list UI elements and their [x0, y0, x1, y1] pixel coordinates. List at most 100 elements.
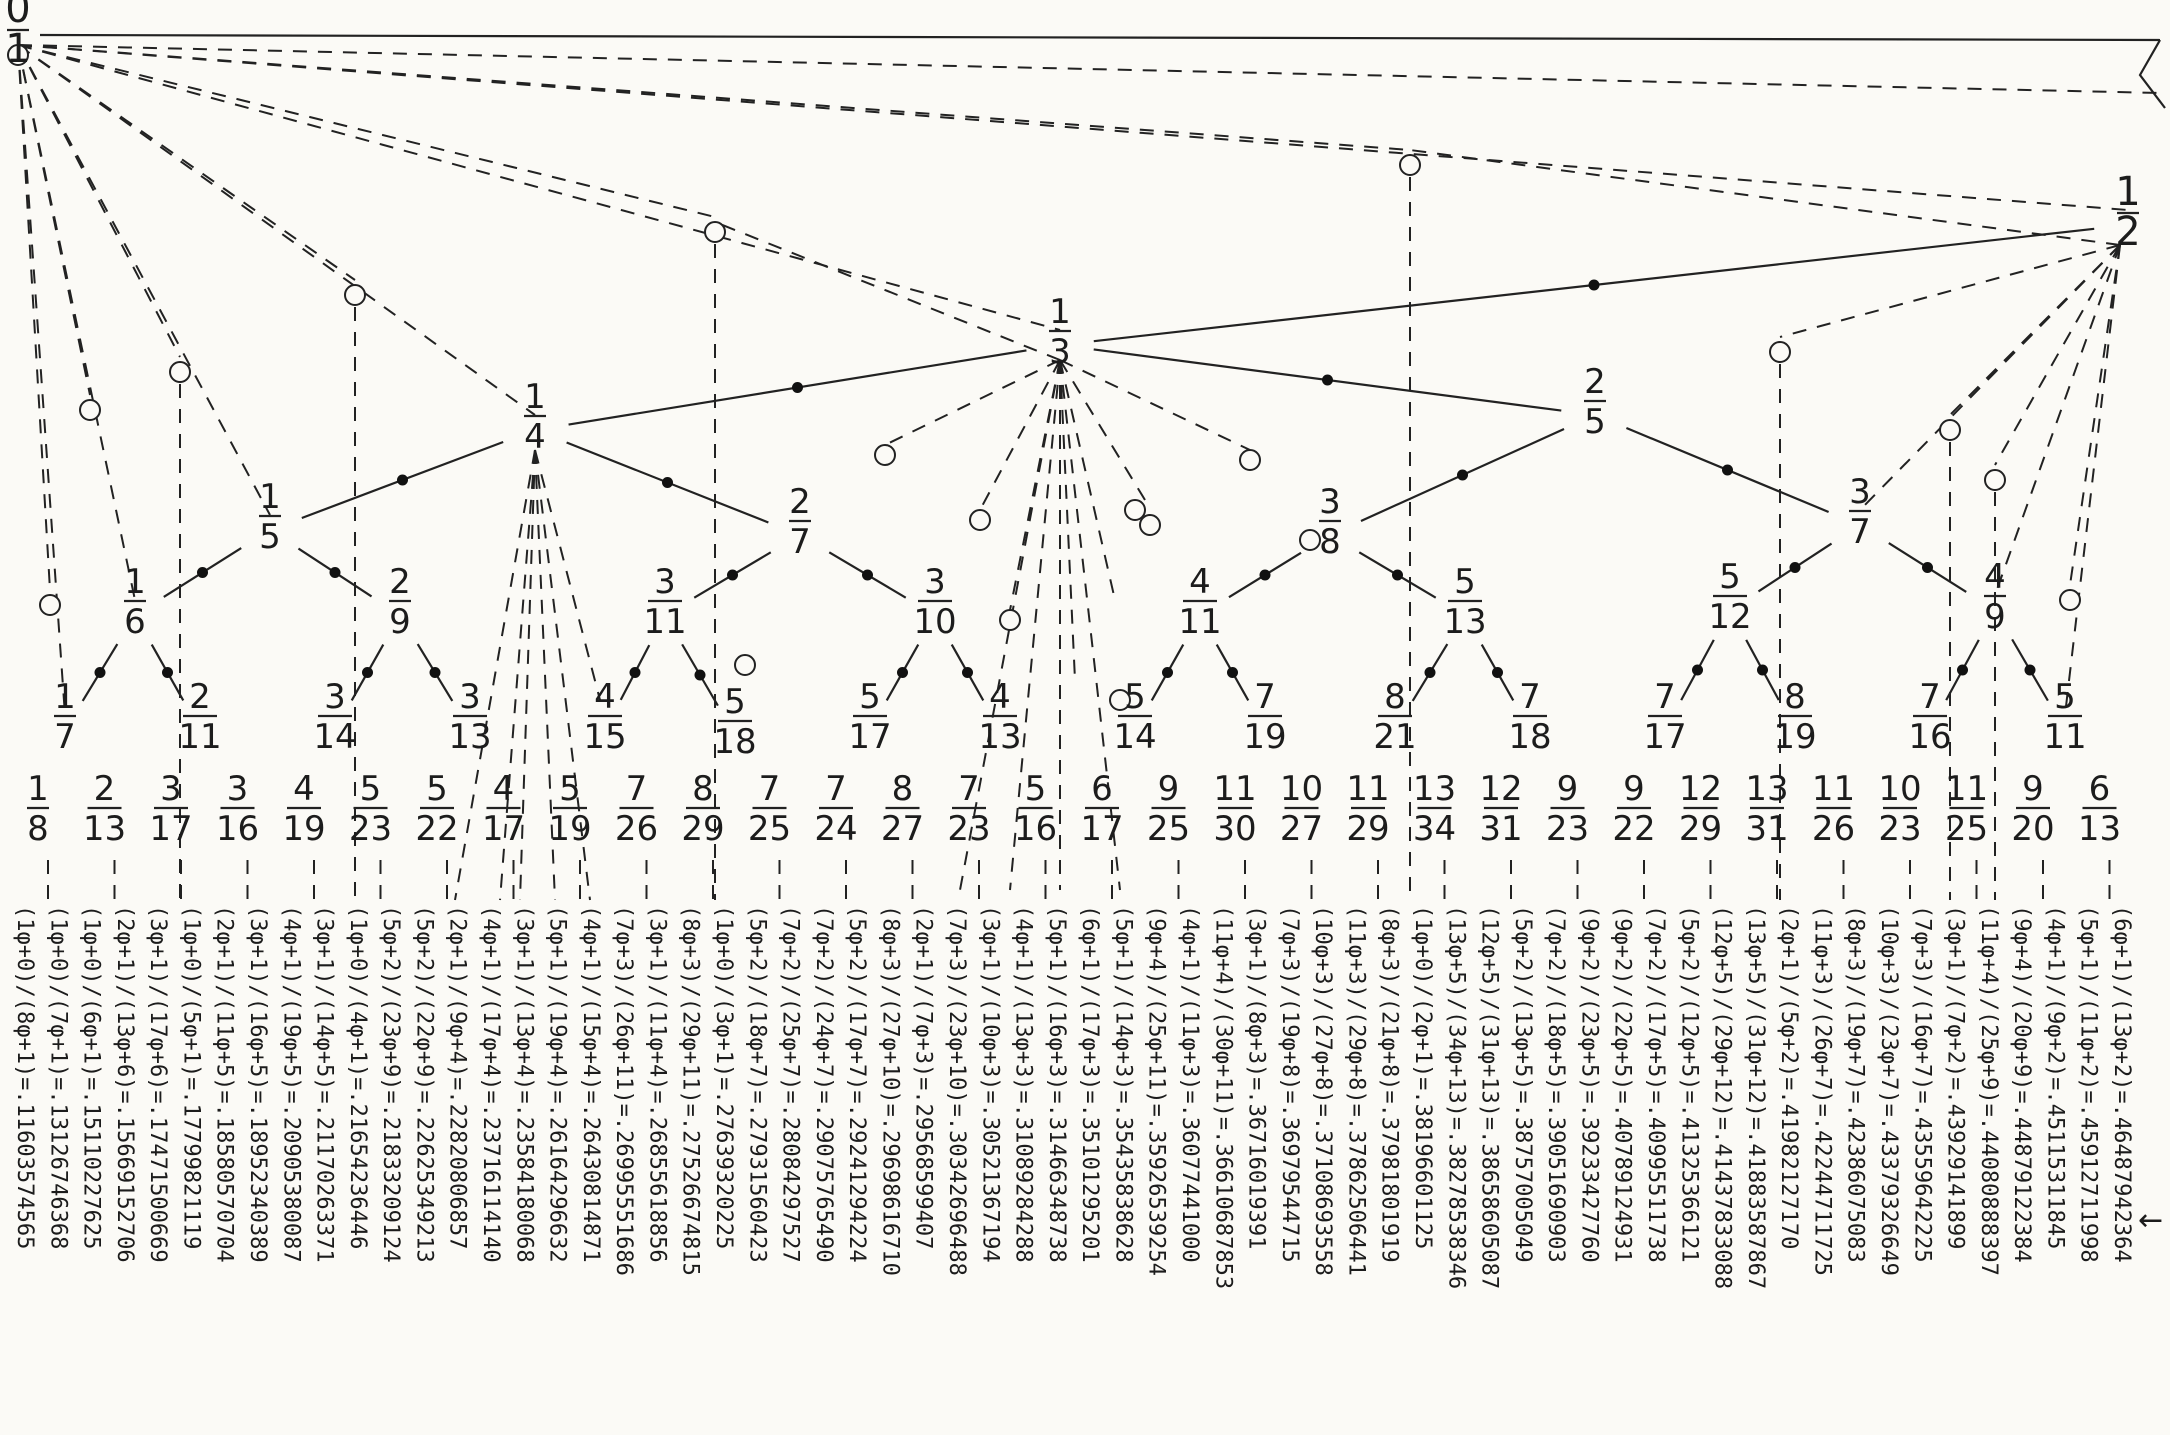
mediant-ring: [2059, 589, 2081, 611]
formula-value: (1φ+0)/(6φ+1)=.15110227625: [79, 905, 104, 1249]
fan-dashed-line: [17, 44, 2161, 94]
numerator: 7: [759, 769, 781, 809]
mediant-ring: [874, 444, 896, 466]
formula-value: (5φ+1)/(16φ+3)=.31466348738: [1044, 905, 1069, 1263]
mediant-ring: [1399, 154, 1421, 176]
denominator: 14: [313, 717, 356, 757]
numerator: 3: [227, 769, 249, 809]
edge-dot: [629, 667, 641, 678]
denominator: 4: [524, 417, 546, 457]
denominator: 15: [583, 717, 626, 757]
leaf-fraction: 523: [349, 769, 392, 849]
fan-dashed-line: [534, 449, 601, 701]
formula-value: (5φ+2)/(22φ+9)=.22625349213: [411, 905, 436, 1263]
denominator: 13: [1443, 602, 1486, 642]
tree-node-fraction: 313: [448, 677, 491, 757]
leaf-fraction: 923: [1546, 769, 1589, 849]
denominator: 29: [1346, 809, 1389, 849]
formula-value: (1φ+0)/(4φ+1)=.21654236446: [345, 905, 370, 1249]
denominator: 34: [1413, 809, 1456, 849]
numerator: 7: [1254, 677, 1276, 717]
leaf-fraction: 519: [548, 769, 591, 849]
leaf-fraction: 724: [814, 769, 857, 849]
numerator: 4: [1189, 562, 1211, 602]
mediant-ring: [1239, 449, 1261, 471]
formula-value: (3φ+1)/(16φ+5)=.18952340389: [245, 905, 270, 1263]
numerator: 6: [2089, 769, 2111, 809]
mediant-ring: [704, 221, 726, 243]
edge-dot: [94, 667, 106, 678]
numerator: 11: [1346, 769, 1389, 809]
formula-value: (7φ+2)/(24φ+7)=.29075765490: [811, 905, 836, 1263]
fan-dashed-line: [2069, 244, 2121, 586]
numerator: 4: [493, 769, 515, 809]
leaf-fraction: 920: [2011, 769, 2054, 849]
tree-node-fraction: 14: [524, 377, 546, 457]
numerator: 1: [2115, 169, 2140, 215]
leaf-fraction: 417: [482, 769, 525, 849]
denominator: 9: [1984, 597, 2006, 637]
tree-node-fraction: 25: [1584, 362, 1606, 442]
fan-dashed-line: [1059, 359, 1146, 501]
fan-dashed-line: [1994, 244, 2121, 466]
formula-value: (4φ+1)/(19φ+5)=.20905380087: [278, 905, 303, 1263]
denominator: 16: [216, 809, 259, 849]
numerator: 7: [626, 769, 648, 809]
formula-value: (3φ+1)/(17φ+6)=.17471500669: [145, 905, 170, 1263]
denominator: 7: [1849, 512, 1871, 552]
top-edge: [39, 33, 2161, 42]
mediant-ring: [169, 361, 191, 383]
denominator: 26: [615, 809, 658, 849]
numerator: 11: [1812, 769, 1855, 809]
tree-node-fraction: 49: [1984, 557, 2006, 637]
numerator: 10: [1878, 769, 1921, 809]
numerator: 4: [594, 677, 616, 717]
tree-node-fraction: 16: [124, 562, 146, 642]
denominator: 13: [978, 717, 1021, 757]
fan-dashed-line: [1059, 359, 1116, 601]
formula-value: (6φ+1)/(17φ+3)=.35101295201: [1077, 905, 1102, 1263]
numerator: 4: [1984, 557, 2006, 597]
denominator: 30: [1213, 809, 1256, 849]
numerator: 1: [54, 677, 76, 717]
denominator: 13: [2078, 809, 2121, 849]
tree-node-fraction: 717: [1643, 677, 1686, 757]
formula-value: (2φ+1)/(9φ+4)=.22820806857: [445, 905, 470, 1249]
denominator: 2: [2115, 209, 2140, 255]
denominator: 7: [54, 717, 76, 757]
formula-value: (11φ+3)/(26φ+7)=.42244711725: [1809, 905, 1834, 1276]
denominator: 13: [448, 717, 491, 757]
denominator: 19: [548, 809, 591, 849]
numerator: 8: [692, 769, 714, 809]
leaf-fraction: 317: [149, 769, 192, 849]
numerator: 1: [259, 477, 281, 517]
numerator: 5: [426, 769, 448, 809]
numerator: 7: [958, 769, 980, 809]
edge-dot: [197, 567, 208, 578]
fan-dashed-line: [17, 44, 271, 516]
formula-value: (5φ+2)/(13φ+5)=.38757005049: [1510, 905, 1535, 1263]
fan-dashed-line: [1059, 359, 1076, 681]
leaf-fraction: 316: [216, 769, 259, 849]
mediant-ring: [734, 654, 756, 676]
fan-dashed-line: [534, 449, 556, 901]
edge-dot: [1259, 569, 1271, 581]
formula-value: (9φ+2)/(22φ+5)=.40789124931: [1610, 905, 1635, 1263]
denominator: 27: [881, 809, 924, 849]
formula-value: (12φ+5)/(29φ+12)=.41437833088: [1710, 905, 1735, 1289]
denominator: 23: [1878, 809, 1921, 849]
denominator: 21: [1373, 717, 1416, 757]
formula-value: (10φ+3)/(23φ+7)=.43379326649: [1876, 905, 1901, 1276]
numerator: 3: [654, 562, 676, 602]
denominator: 10: [913, 602, 956, 642]
mediant-ring: [344, 284, 366, 306]
mediant-ring: [1939, 419, 1961, 441]
denominator: 13: [83, 809, 126, 849]
numerator: 5: [559, 769, 581, 809]
denominator: 12: [1708, 597, 1751, 637]
fan-dashed-line: [1409, 149, 2121, 246]
numerator: 3: [924, 562, 946, 602]
numerator: 2: [389, 562, 411, 602]
